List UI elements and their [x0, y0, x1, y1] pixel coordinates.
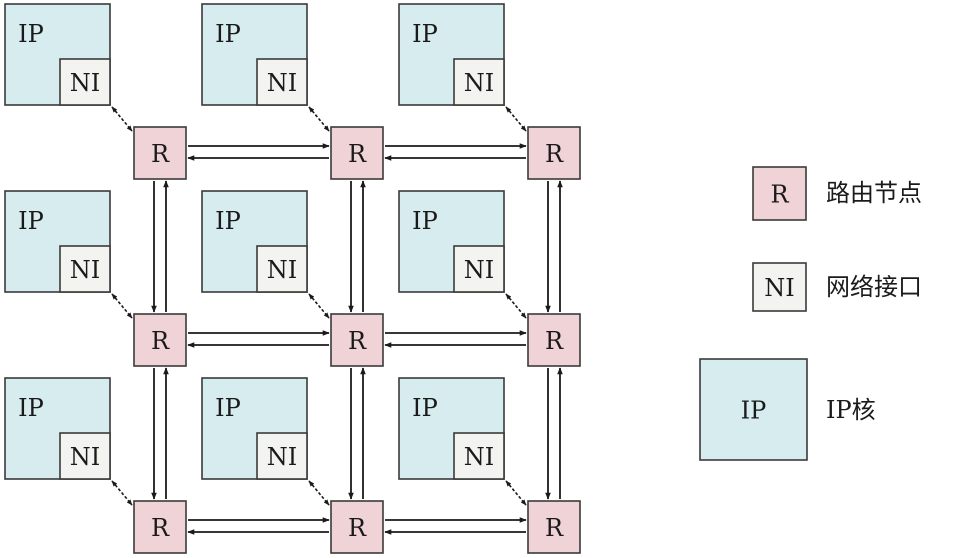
- ip-core-label: IP: [412, 207, 438, 235]
- ni-router-link: [111, 480, 133, 506]
- router-label: R: [545, 140, 564, 168]
- network-interface-label: NI: [464, 443, 494, 471]
- ni-router-link: [308, 480, 330, 506]
- ni-router-link: [505, 106, 527, 132]
- ni-router-link: [308, 106, 330, 132]
- legend-swatch: [752, 262, 807, 312]
- tile: IP NI R: [4, 3, 187, 180]
- network-interface-label: NI: [267, 443, 297, 471]
- network-interface-label: NI: [70, 69, 100, 97]
- ip-core-label: IP: [18, 207, 44, 235]
- ip-core-label: IP: [215, 207, 241, 235]
- legend-item-ip: IP IP核: [699, 358, 876, 461]
- ni-router-link: [111, 293, 133, 319]
- router-label: R: [151, 140, 170, 168]
- legend-item-router: R 路由节点: [752, 166, 922, 221]
- router-label: R: [151, 327, 170, 355]
- router-label: R: [348, 327, 367, 355]
- legend: R 路由节点 NI 网络接口 IP IP核: [699, 166, 922, 461]
- ni-router-link: [111, 106, 133, 132]
- router-box: [527, 500, 581, 554]
- network-interface-label: NI: [464, 69, 494, 97]
- ip-core-label: IP: [18, 20, 44, 48]
- tile: IP NI R: [398, 3, 581, 180]
- network-interface-box: [59, 432, 111, 480]
- mesh-links: [111, 106, 563, 535]
- router-label: R: [151, 514, 170, 542]
- legend-text: IP核: [826, 396, 876, 424]
- ni-router-link: [505, 480, 527, 506]
- legend-swatch-label: IP: [741, 397, 767, 425]
- network-interface-box: [453, 58, 505, 106]
- tile: IP NI R: [4, 190, 187, 367]
- network-interface-box: [256, 432, 308, 480]
- tile: IP NI R: [398, 190, 581, 367]
- router-box: [133, 500, 187, 554]
- network-interface-label: NI: [267, 69, 297, 97]
- ip-core-label: IP: [412, 394, 438, 422]
- router-box: [330, 313, 384, 367]
- tile: IP NI R: [4, 377, 187, 554]
- tile: IP NI R: [201, 377, 384, 554]
- legend-swatch: [752, 166, 807, 221]
- legend-item-ni: NI 网络接口: [752, 262, 922, 312]
- ip-core-box: [201, 3, 308, 106]
- router-label: R: [348, 514, 367, 542]
- router-box: [330, 500, 384, 554]
- router-label: R: [545, 514, 564, 542]
- mesh-tiles: IP NI R IP NI R IP NI R IP NI R IP NI R IP NI R IP NI R IP NI R…: [4, 3, 581, 554]
- router-label: R: [348, 140, 367, 168]
- router-box: [527, 126, 581, 180]
- ni-router-link: [308, 293, 330, 319]
- network-interface-label: NI: [70, 443, 100, 471]
- legend-swatch-label: NI: [764, 274, 794, 302]
- tile: IP NI R: [398, 377, 581, 554]
- router-label: R: [545, 327, 564, 355]
- legend-swatch: [699, 358, 808, 461]
- ip-core-label: IP: [215, 394, 241, 422]
- ip-core-label: IP: [18, 394, 44, 422]
- network-interface-box: [59, 58, 111, 106]
- legend-swatch-label: R: [770, 181, 789, 209]
- network-interface-label: NI: [267, 256, 297, 284]
- network-interface-box: [256, 58, 308, 106]
- ip-core-label: IP: [412, 20, 438, 48]
- network-interface-box: [59, 245, 111, 293]
- network-interface-box: [256, 245, 308, 293]
- tile: IP NI R: [201, 190, 384, 367]
- network-interface-label: NI: [464, 256, 494, 284]
- legend-text: 路由节点: [826, 179, 922, 207]
- router-box: [133, 313, 187, 367]
- ni-router-link: [505, 293, 527, 319]
- legend-text: 网络接口: [826, 273, 922, 301]
- network-interface-box: [453, 245, 505, 293]
- network-interface-box: [453, 432, 505, 480]
- router-box: [527, 313, 581, 367]
- router-box: [330, 126, 384, 180]
- ip-core-label: IP: [215, 20, 241, 48]
- network-interface-label: NI: [70, 256, 100, 284]
- tile: IP NI R: [201, 3, 384, 180]
- router-box: [133, 126, 187, 180]
